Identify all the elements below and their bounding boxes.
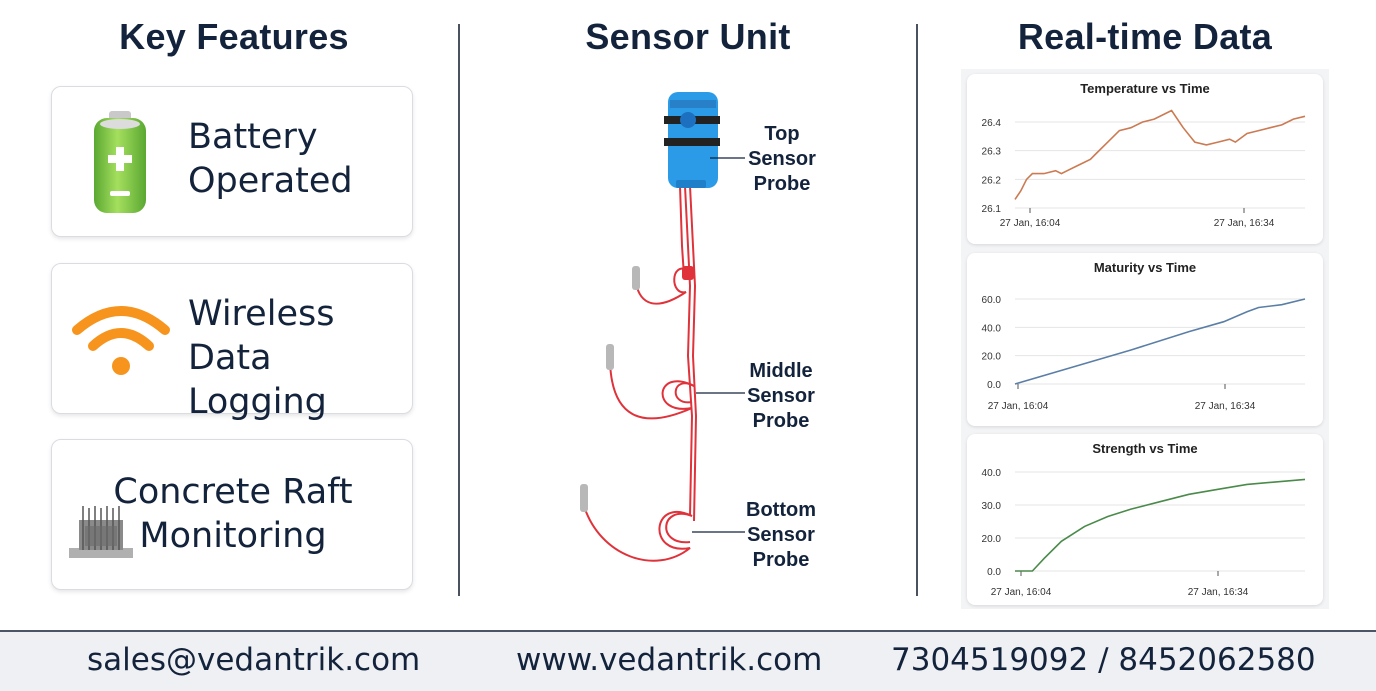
chart0-x-tick-label: 27 Jan, 16:04 xyxy=(1000,218,1061,229)
chart0-x-tick-label: 27 Jan, 16:34 xyxy=(1214,218,1275,229)
chart2-y-tick-label: 20.0 xyxy=(982,534,1002,545)
footer-bar: sales@vedantrik.com www.vedantrik.com 73… xyxy=(0,630,1376,691)
chart1-x-tick-label: 27 Jan, 16:04 xyxy=(988,401,1049,412)
chart0-title: Temperature vs Time xyxy=(1080,81,1210,96)
sensor-housing xyxy=(664,92,720,188)
chart2-series-line xyxy=(1015,478,1306,572)
strength-chart-card: Strength vs Time 40.0 30.0 20.0 0.0 27 Jan, 1… xyxy=(967,434,1323,605)
temperature-chart: Temperature vs Time 26.4 26.3 26.2 26.1 27 Ja… xyxy=(982,81,1306,229)
sensor-unit-title: Sensor Unit xyxy=(585,16,791,57)
strength-chart: Strength vs Time 40.0 30.0 20.0 0.0 27 Jan, 1… xyxy=(982,441,1306,598)
chart2-y-tick-label: 30.0 xyxy=(982,501,1002,512)
feature-text-wireless: Wireless Data Logging xyxy=(188,294,335,422)
chart0-series-line xyxy=(1014,109,1306,200)
footer-phone[interactable]: 7304519092 / 8452062580 xyxy=(891,642,1316,678)
maturity-chart-card: Maturity vs Time 60.0 40.0 20.0 0.0 27 Jan, 1… xyxy=(967,253,1323,426)
chart0-y-tick-label: 26.3 xyxy=(982,147,1002,158)
chart1-x-tick-label: 27 Jan, 16:34 xyxy=(1195,401,1256,412)
maturity-chart: Maturity vs Time 60.0 40.0 20.0 0.0 27 Jan, 1… xyxy=(982,260,1306,412)
chart0-y-tick-label: 26.4 xyxy=(982,118,1002,129)
middle-probe-tube xyxy=(606,344,614,370)
key-features-title: Key Features xyxy=(119,16,349,57)
chart2-title: Strength vs Time xyxy=(1092,441,1197,456)
real-time-data-title: Real-time Data xyxy=(1017,16,1273,57)
temperature-chart-card: Temperature vs Time 26.4 26.3 26.2 26.1 27 Ja… xyxy=(967,74,1323,244)
divider-left xyxy=(458,24,460,596)
battery-icon xyxy=(92,111,148,220)
chart1-y-tick-label: 60.0 xyxy=(982,295,1002,306)
chart1-y-tick-label: 20.0 xyxy=(982,352,1002,363)
footer-email[interactable]: sales@vedantrik.com xyxy=(87,642,421,678)
feature-card-concrete: Concrete Raft Monitoring xyxy=(51,439,413,590)
chart2-y-tick-label: 0.0 xyxy=(987,567,1001,578)
chart2-x-tick-label: 27 Jan, 16:04 xyxy=(991,587,1052,598)
footer-website[interactable]: www.vedantrik.com xyxy=(516,642,823,678)
chart2-y-tick-label: 40.0 xyxy=(982,468,1002,479)
chart0-y-tick-label: 26.2 xyxy=(982,175,1002,186)
top-probe-tube xyxy=(632,266,640,290)
top-clip xyxy=(682,266,694,280)
feature-text-battery: Battery Operated xyxy=(188,117,353,201)
chart1-y-tick-label: 0.0 xyxy=(987,380,1001,391)
feature-text-concrete: Concrete Raft Monitoring xyxy=(113,472,353,556)
chart2-x-tick-label: 27 Jan, 16:34 xyxy=(1188,587,1249,598)
feature-card-wireless: Wireless Data Logging xyxy=(51,263,413,422)
wifi-icon xyxy=(71,300,171,383)
concrete-raft-icon xyxy=(69,506,133,563)
chart1-title: Maturity vs Time xyxy=(1094,260,1196,275)
sensor-unit-illustration xyxy=(580,92,745,562)
chart0-y-tick-label: 26.1 xyxy=(982,204,1002,215)
feature-card-battery: Battery Operated xyxy=(51,86,413,237)
red-cable-bundle xyxy=(583,185,698,562)
bottom-probe-tube xyxy=(580,484,588,512)
divider-right xyxy=(916,24,918,596)
chart1-y-tick-label: 40.0 xyxy=(982,323,1002,334)
chart1-series-line xyxy=(1014,298,1306,385)
